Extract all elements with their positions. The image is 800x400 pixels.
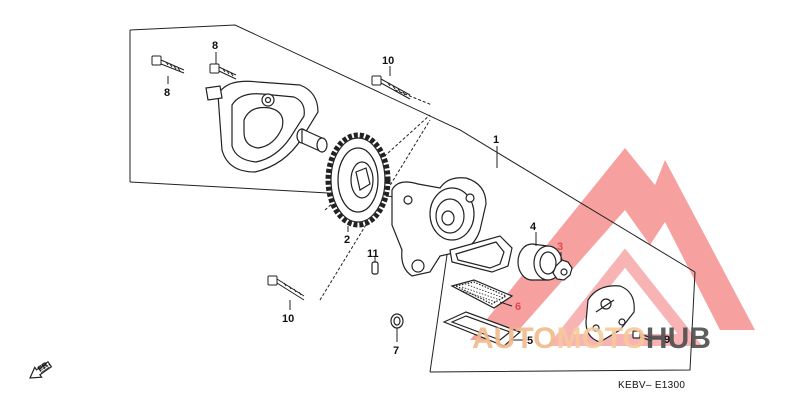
- pump-cover: [205, 80, 319, 173]
- watermark-logo-text: AUTOMOTOHUB: [472, 322, 711, 355]
- watermark-hub: HUB: [646, 322, 711, 355]
- front-direction-indicator: FR.: [29, 359, 53, 379]
- callout-4: 4: [530, 221, 537, 233]
- callout-10a: 10: [382, 55, 394, 67]
- callout-8b: 8: [212, 40, 218, 52]
- outer-rotor-part-4: [517, 243, 563, 281]
- callout-3: 3: [557, 241, 563, 253]
- bolt-part-8a: [151, 55, 185, 74]
- callout-labels: 8 8 10 1 2 4 3 11 10 6 5 7 9: [164, 40, 670, 357]
- callout-5: 5: [527, 335, 533, 347]
- strainer-screen-part-6: [450, 279, 514, 309]
- gasket-part-5: [442, 311, 522, 347]
- callout-lines: [167, 52, 662, 342]
- bolt-part-10b: [267, 275, 305, 301]
- screw-part-9: [632, 330, 653, 342]
- front-arrow-icon: [29, 360, 53, 379]
- callout-9: 9: [664, 334, 670, 346]
- callout-8a: 8: [164, 87, 170, 99]
- callout-2: 2: [344, 234, 350, 246]
- bolt-part-10a: [371, 75, 411, 100]
- sprocket-part-2: [325, 132, 391, 228]
- washer-part-7: [390, 313, 404, 329]
- callout-7: 7: [393, 345, 399, 357]
- inner-rotor-part-3: [552, 259, 573, 281]
- svg-text:AUTOMOTOHUB: AUTOMOTOHUB: [472, 322, 711, 355]
- callout-1: 1: [493, 134, 499, 146]
- drive-shaft: [296, 128, 328, 153]
- callout-6: 6: [515, 301, 521, 313]
- watermark-moto: MOTO: [556, 322, 645, 355]
- pump-body: [391, 177, 513, 277]
- rear-cover-plate: [585, 285, 635, 343]
- bolt-part-8b: [209, 63, 237, 80]
- dowel-pin-part-11: [371, 261, 379, 275]
- watermark-auto: AUTO: [472, 322, 556, 355]
- callout-11: 11: [367, 248, 379, 260]
- callout-10b: 10: [282, 313, 294, 325]
- diagram-code: KEBV– E1300: [618, 380, 685, 391]
